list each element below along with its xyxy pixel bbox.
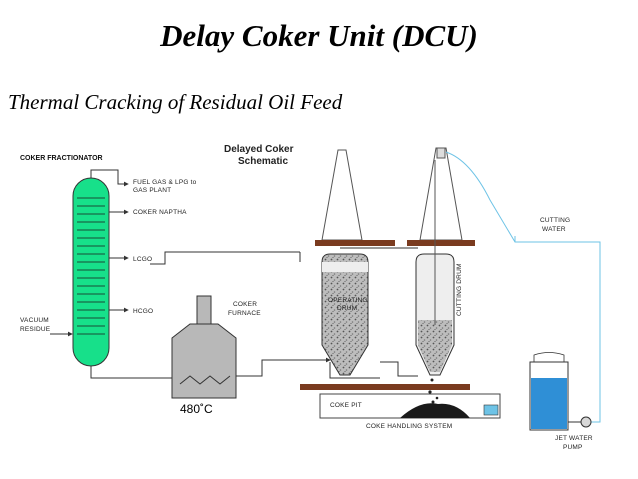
jet-water-pump — [568, 416, 592, 428]
bottom-platform — [300, 384, 470, 390]
platform-left — [315, 240, 395, 246]
operating-drum — [321, 253, 369, 376]
furnace-label: COKER — [233, 301, 257, 308]
fuel-gas-label: FUEL GAS & LPG to — [133, 179, 197, 186]
water-tank — [529, 352, 569, 431]
gas-plant-label: GAS PLANT — [133, 187, 171, 194]
furnace-temperature: 480˚C — [180, 402, 213, 416]
schematic-title: Delayed Coker — [224, 144, 294, 155]
platform-right — [407, 240, 475, 246]
page-subtitle: Thermal Cracking of Residual Oil Feed — [8, 90, 343, 114]
derrick-left — [321, 149, 363, 241]
coke-handling-label: COKE HANDLING SYSTEM — [366, 423, 452, 430]
jet-pump-label-2: PUMP — [563, 444, 583, 451]
schematic-title-2: Schematic — [238, 156, 288, 167]
operating-drum-label-2: DRUM — [337, 305, 357, 312]
page-title: Delay Coker Unit (DCU) — [160, 18, 478, 53]
operating-drum-label: OPERATING — [328, 297, 368, 304]
falling-coke — [428, 378, 439, 404]
cutting-drum — [415, 160, 455, 376]
derrick-right — [419, 147, 463, 241]
furnace-label-2: FURNACE — [228, 310, 261, 317]
residue-label: RESIDUE — [20, 326, 51, 333]
vacuum-label: VACUUM — [20, 317, 49, 324]
fractionator-column — [72, 177, 110, 367]
cutting-water-line — [445, 151, 601, 423]
coker-naptha-label: COKER NAPTHA — [133, 209, 187, 216]
coke-pit-label: COKE PIT — [330, 402, 362, 409]
cutting-drum-label: CUTTING DRUM — [456, 263, 463, 316]
jet-pump-label: JET WATER — [555, 435, 593, 442]
coker-furnace — [171, 295, 237, 399]
lcgo-label: LCGO — [133, 256, 152, 263]
fractionator-label: COKER FRACTIONATOR — [20, 155, 103, 162]
hcgo-label: HCGO — [133, 308, 153, 315]
coke-pit — [319, 393, 501, 419]
cutting-water-label-2: WATER — [542, 226, 566, 233]
cutting-water-label: CUTTING — [540, 217, 570, 224]
